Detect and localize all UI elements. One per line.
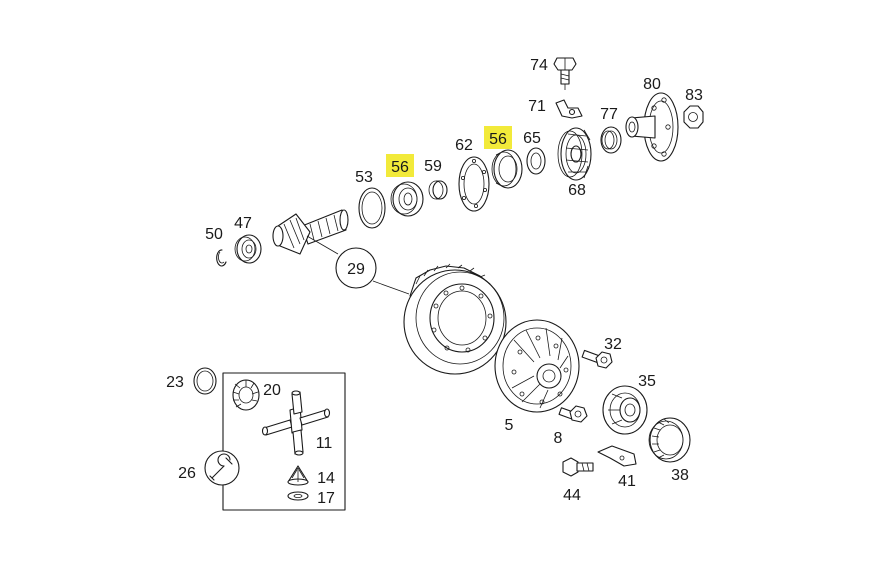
part-74-bolt[interactable] — [553, 57, 577, 85]
part-80-flange[interactable] — [625, 92, 679, 162]
part-65-ring[interactable] — [526, 147, 546, 175]
callout-80[interactable]: 80 — [643, 76, 661, 93]
part-56-bearing-left[interactable] — [390, 181, 424, 217]
callout-29-label: 29 — [347, 261, 365, 278]
part-41-bracket[interactable] — [597, 445, 637, 467]
callout-38[interactable]: 38 — [671, 467, 689, 484]
callout-5[interactable]: 5 — [505, 417, 514, 434]
callout-26[interactable]: 26 — [178, 465, 196, 482]
part-38-roller-bearing[interactable] — [648, 417, 691, 463]
callout-74[interactable]: 74 — [530, 57, 548, 74]
part-23-ring[interactable] — [193, 367, 217, 395]
part-83-nut[interactable] — [683, 105, 704, 129]
part-20-side-gear[interactable] — [232, 379, 260, 411]
part-44-bolt[interactable] — [562, 457, 594, 477]
leader-lines — [306, 84, 566, 295]
callout-8[interactable]: 8 — [554, 430, 563, 447]
callout-53[interactable]: 53 — [355, 169, 373, 186]
part-ring-gear[interactable] — [403, 263, 507, 375]
part-5-diff-housing[interactable] — [494, 319, 580, 413]
part-62-gasket[interactable] — [458, 156, 490, 212]
callout-77[interactable]: 77 — [600, 106, 618, 123]
callout-35[interactable]: 35 — [638, 373, 656, 390]
part-53-shim[interactable] — [358, 187, 386, 229]
callout-11[interactable]: 11 — [316, 435, 333, 452]
callout-56-left[interactable]: 56 — [386, 154, 414, 177]
callout-44[interactable]: 44 — [563, 487, 581, 504]
part-59-spacer[interactable] — [428, 180, 448, 200]
part-8-bolt[interactable] — [558, 405, 588, 423]
callout-68[interactable]: 68 — [568, 182, 586, 199]
callout-59[interactable]: 59 — [424, 158, 442, 175]
part-35-bearing[interactable] — [602, 385, 648, 435]
inset-box — [222, 372, 346, 511]
part-32-bolt[interactable] — [581, 349, 613, 369]
part-14-pinion-gear[interactable] — [287, 465, 309, 486]
callout-41[interactable]: 41 — [618, 473, 636, 490]
callout-20[interactable]: 20 — [263, 382, 281, 399]
callout-50[interactable]: 50 — [205, 226, 223, 243]
part-11-cross-shaft[interactable] — [261, 390, 331, 456]
part-71-bracket[interactable] — [555, 99, 583, 119]
callout-23[interactable]: 23 — [166, 374, 184, 391]
callout-17[interactable]: 17 — [317, 490, 335, 507]
callout-29[interactable]: 29 — [335, 247, 377, 289]
part-pinion-shaft[interactable] — [272, 209, 349, 255]
callout-83[interactable]: 83 — [685, 87, 703, 104]
part-56-bearing-right[interactable] — [491, 149, 523, 189]
callout-56-right-label: 56 — [489, 131, 507, 148]
callout-71[interactable]: 71 — [528, 98, 546, 115]
part-47-bearing[interactable] — [234, 234, 262, 264]
part-68-bearing[interactable] — [557, 127, 592, 181]
wrench-icon[interactable] — [204, 450, 240, 486]
callout-56-left-label: 56 — [391, 159, 409, 176]
callout-62[interactable]: 62 — [455, 137, 473, 154]
part-50-clip[interactable] — [216, 249, 227, 267]
callout-47[interactable]: 47 — [234, 215, 252, 232]
callout-56-right[interactable]: 56 — [484, 126, 512, 149]
part-17-washer[interactable] — [287, 491, 309, 501]
callout-65[interactable]: 65 — [523, 130, 541, 147]
callout-32[interactable]: 32 — [604, 336, 622, 353]
callout-14[interactable]: 14 — [317, 470, 335, 487]
part-77-seal[interactable] — [600, 126, 622, 154]
